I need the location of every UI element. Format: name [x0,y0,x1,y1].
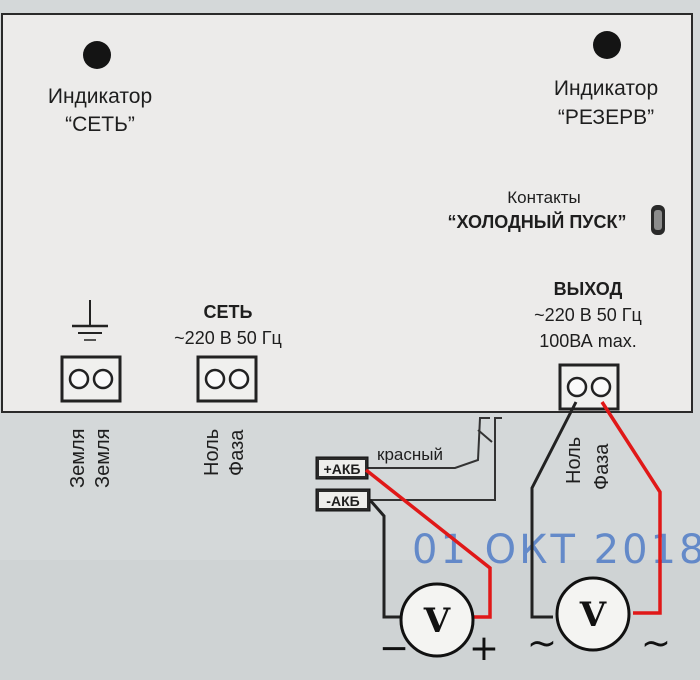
cold-start-jumper-inner [654,210,662,230]
ac-voltmeter-symbol: V [579,595,607,635]
cable-kink [477,429,493,443]
input-title: СЕТЬ [204,302,253,322]
battery-plus-label: +АКБ [324,461,361,477]
ac-left-tilde: ~ [527,623,557,664]
terminal-input [196,355,258,403]
battery-plus-tag [315,456,369,480]
label-neutral: Ноль [201,429,223,476]
indicator-set-label: Индикатор [48,85,152,108]
cold-start-label: Контакты [507,188,580,207]
output-power: 100ВА max. [539,331,636,351]
battery-minus-label: -АКБ [326,493,359,509]
label-out-neutral: Ноль [563,437,585,484]
indicator-rezerv-hole [593,31,621,59]
ac-red-wire [600,401,662,615]
ground-icon [72,300,108,341]
cold-start-name: “ХОЛОДНЫЙ ПУСК” [448,211,627,232]
label-ground-1: Земля [67,429,89,488]
device-panel [1,13,693,413]
label-out-phase: Фаза [591,443,613,490]
battery-plus-cable [365,417,490,469]
output-voltage: ~220 В 50 Гц [534,305,642,325]
dc-black-wire [368,499,402,619]
indicator-set-hole [83,41,111,69]
dc-red-wire [364,468,492,619]
dc-plus-sign: + [469,628,499,669]
date-stamp: 01 ОКТ 2018 [412,527,700,573]
terminal-ground [60,355,122,403]
ac-voltmeter-icon [555,576,631,652]
indicator-set-name: “СЕТЬ” [65,113,135,136]
label-ground-2: Земля [92,429,114,488]
indicator-rezerv-label: Индикатор [554,77,658,100]
dc-minus-sign: − [379,628,409,669]
dc-voltmeter-symbol: V [423,601,451,641]
battery-minus-cable [370,417,502,501]
input-voltage: ~220 В 50 Гц [174,328,282,348]
battery-wire-label: красный [377,445,443,464]
indicator-rezerv-name: “РЕЗЕРВ” [558,106,654,129]
dc-voltmeter-icon [399,582,475,658]
ac-black-wire [530,401,578,619]
terminal-output [558,363,620,411]
ac-right-tilde: ~ [641,623,671,664]
output-title: ВЫХОД [554,279,623,299]
label-phase: Фаза [226,429,248,476]
